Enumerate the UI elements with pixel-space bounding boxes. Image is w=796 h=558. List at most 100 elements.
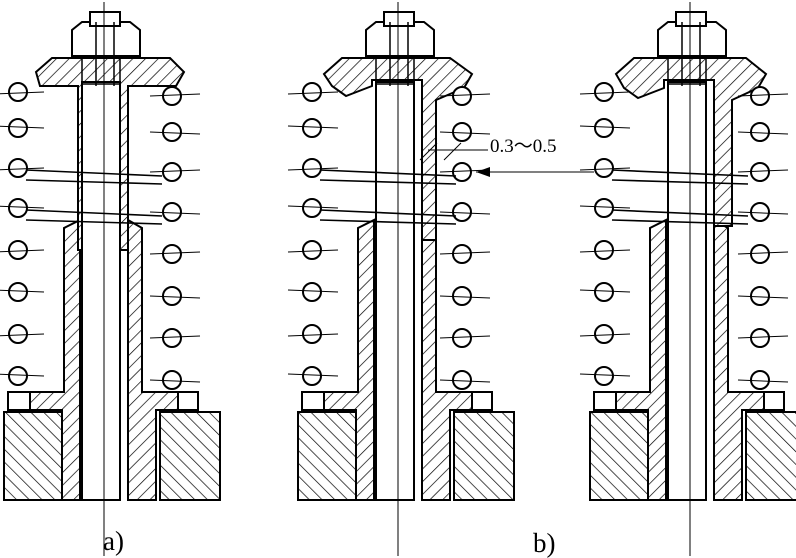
seat-right [471, 391, 493, 411]
spring-coil-left [302, 366, 322, 386]
coil-section-line-right [439, 251, 491, 255]
spring-coil-left [302, 240, 322, 260]
coil-section-line-right [737, 379, 789, 383]
base-block-right [453, 411, 515, 501]
clearance-dimension: 0.3～0.5 [419, 136, 594, 177]
spring-coil-left [8, 198, 28, 218]
valve-stem [81, 81, 121, 501]
spring-coil-right [162, 202, 182, 222]
caption-b: b) [533, 528, 556, 558]
spring-coil-right [452, 370, 472, 390]
coil-section-line-left [579, 91, 631, 95]
spring-coil-right [162, 370, 182, 390]
coil-section-line-left [0, 91, 45, 95]
coil-section-line-right [737, 295, 789, 299]
spring-coil-right [452, 86, 472, 106]
spring-coil-left [594, 158, 614, 178]
spring-coil-left [302, 118, 322, 138]
spring-wire-pass [319, 219, 457, 225]
spring-coil-left [8, 158, 28, 178]
coil-section-line-left [287, 373, 339, 377]
coil-section-line-right [737, 211, 789, 215]
coil-section-line-right [439, 379, 491, 383]
caption-a: a) [103, 526, 124, 556]
seat-right [763, 391, 785, 411]
spring-coil-right [750, 162, 770, 182]
base-block-right [745, 411, 796, 501]
coil-section-line-left [0, 125, 45, 129]
coil-section-line-right [149, 335, 201, 339]
spring-retainer [322, 57, 474, 241]
coil-section-line-left [287, 333, 339, 337]
coil-section-line-right [149, 169, 201, 173]
spring-coil-right [162, 122, 182, 142]
coil-section-line-left [287, 125, 339, 129]
spring-wire-pass [611, 209, 749, 217]
spring-coil-right [162, 86, 182, 106]
spring-coil-right [750, 328, 770, 348]
coil-section-line-right [149, 251, 201, 255]
spring-wire-pass [25, 219, 163, 225]
spring-coil-left [594, 240, 614, 260]
spring-coil-left [302, 158, 322, 178]
nut-top [675, 11, 707, 27]
spring-wire-pass [611, 179, 749, 185]
spring-coil-left [8, 366, 28, 386]
coil-section-line-right [439, 295, 491, 299]
thread-zone [375, 55, 415, 85]
coil-section-line-left [579, 167, 631, 171]
spring-coil-left [594, 82, 614, 102]
spring-coil-right [750, 86, 770, 106]
spring-coil-left [8, 324, 28, 344]
spring-coil-left [8, 282, 28, 302]
coil-section-line-left [579, 205, 631, 209]
coil-section-line-left [287, 249, 339, 253]
coil-section-line-left [0, 373, 45, 377]
coil-section-line-right [149, 295, 201, 299]
seat-left [301, 391, 325, 411]
spring-coil-left [594, 198, 614, 218]
spring-wire-pass [319, 179, 457, 185]
spring-wire-pass [611, 219, 749, 225]
coil-section-line-right [149, 93, 201, 97]
base-block-left [3, 411, 63, 501]
assembly-b [287, 2, 515, 556]
adjusting-nut [657, 21, 727, 57]
coil-section-line-right [737, 251, 789, 255]
spring-coil-right [452, 122, 472, 142]
spring-coil-right [162, 328, 182, 348]
spring-wire-pass [25, 209, 163, 217]
coil-section-line-left [579, 333, 631, 337]
coil-section-line-right [439, 335, 491, 339]
assembly-a [0, 2, 221, 556]
spring-coil-right [452, 162, 472, 182]
nut-top [383, 11, 415, 27]
spring-wire-pass [25, 179, 163, 185]
coil-section-line-right [149, 131, 201, 135]
spring-coil-right [162, 162, 182, 182]
spring-coil-left [302, 324, 322, 344]
coil-section-line-right [737, 335, 789, 339]
coil-section-line-right [149, 211, 201, 215]
spring-wire-pass [319, 209, 457, 217]
spring-wire-pass [25, 169, 163, 177]
adjusting-nut [365, 21, 435, 57]
coil-section-line-left [0, 167, 45, 171]
spring-coil-right [452, 328, 472, 348]
spring-coil-left [594, 118, 614, 138]
coil-section-line-left [579, 373, 631, 377]
coil-section-line-right [737, 169, 789, 173]
coil-section-line-left [0, 289, 45, 293]
coil-section-line-left [287, 289, 339, 293]
coil-section-line-right [439, 131, 491, 135]
coil-section-line-left [287, 205, 339, 209]
spring-coil-left [302, 282, 322, 302]
spring-coil-left [302, 198, 322, 218]
spring-coil-left [8, 240, 28, 260]
spring-coil-right [750, 370, 770, 390]
coil-section-line-left [287, 167, 339, 171]
base-block-left [589, 411, 649, 501]
spring-coil-right [162, 286, 182, 306]
seat-left [593, 391, 617, 411]
